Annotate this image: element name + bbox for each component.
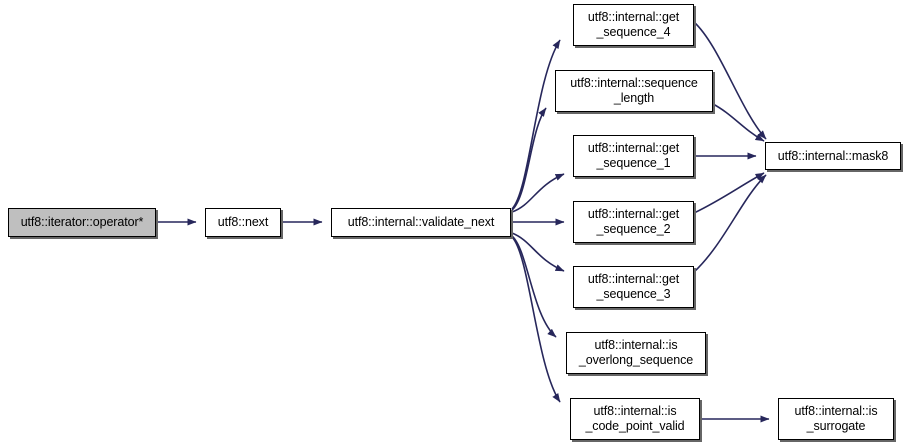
graph-edge-validate_next-to-is_code_point_valid (511, 236, 561, 403)
graph-edge-get_sequence_3-to-mask8 (693, 174, 767, 273)
graph-edge-sequence_length-to-mask8 (712, 103, 765, 142)
graph-node-mask8[interactable]: utf8::internal::mask8 (765, 142, 901, 170)
graph-node-get_sequence_2[interactable]: utf8::internal::get _sequence_2 (573, 201, 694, 243)
graph-edge-validate_next-to-get_sequence_1 (511, 173, 565, 213)
graph-node-get_sequence_4[interactable]: utf8::internal::get _sequence_4 (573, 4, 694, 46)
graph-edge-validate_next-to-sequence_length (511, 107, 547, 211)
graph-node-validate_next[interactable]: utf8::internal::validate_next (331, 208, 511, 237)
graph-node-is_overlong_sequence[interactable]: utf8::internal::is _overlong_sequence (566, 332, 706, 374)
graph-edge-validate_next-to-get_sequence_3 (511, 232, 565, 272)
graph-node-get_sequence_3[interactable]: utf8::internal::get _sequence_3 (573, 266, 694, 308)
graph-edge-get_sequence_2-to-mask8 (693, 172, 765, 214)
graph-node-is_code_point_valid[interactable]: utf8::internal::is _code_point_valid (570, 398, 700, 440)
graph-node-is_surrogate[interactable]: utf8::internal::is _surrogate (778, 398, 894, 440)
graph-node-next[interactable]: utf8::next (205, 208, 281, 237)
graph-node-sequence_length[interactable]: utf8::internal::sequence _length (555, 70, 713, 112)
graph-edge-validate_next-to-is_overlong_sequence (511, 235, 557, 338)
graph-edge-validate_next-to-get_sequence_4 (511, 39, 561, 210)
graph-node-get_sequence_1[interactable]: utf8::internal::get _sequence_1 (573, 135, 694, 177)
graph-node-operator_star[interactable]: utf8::iterator::operator* (8, 208, 156, 237)
